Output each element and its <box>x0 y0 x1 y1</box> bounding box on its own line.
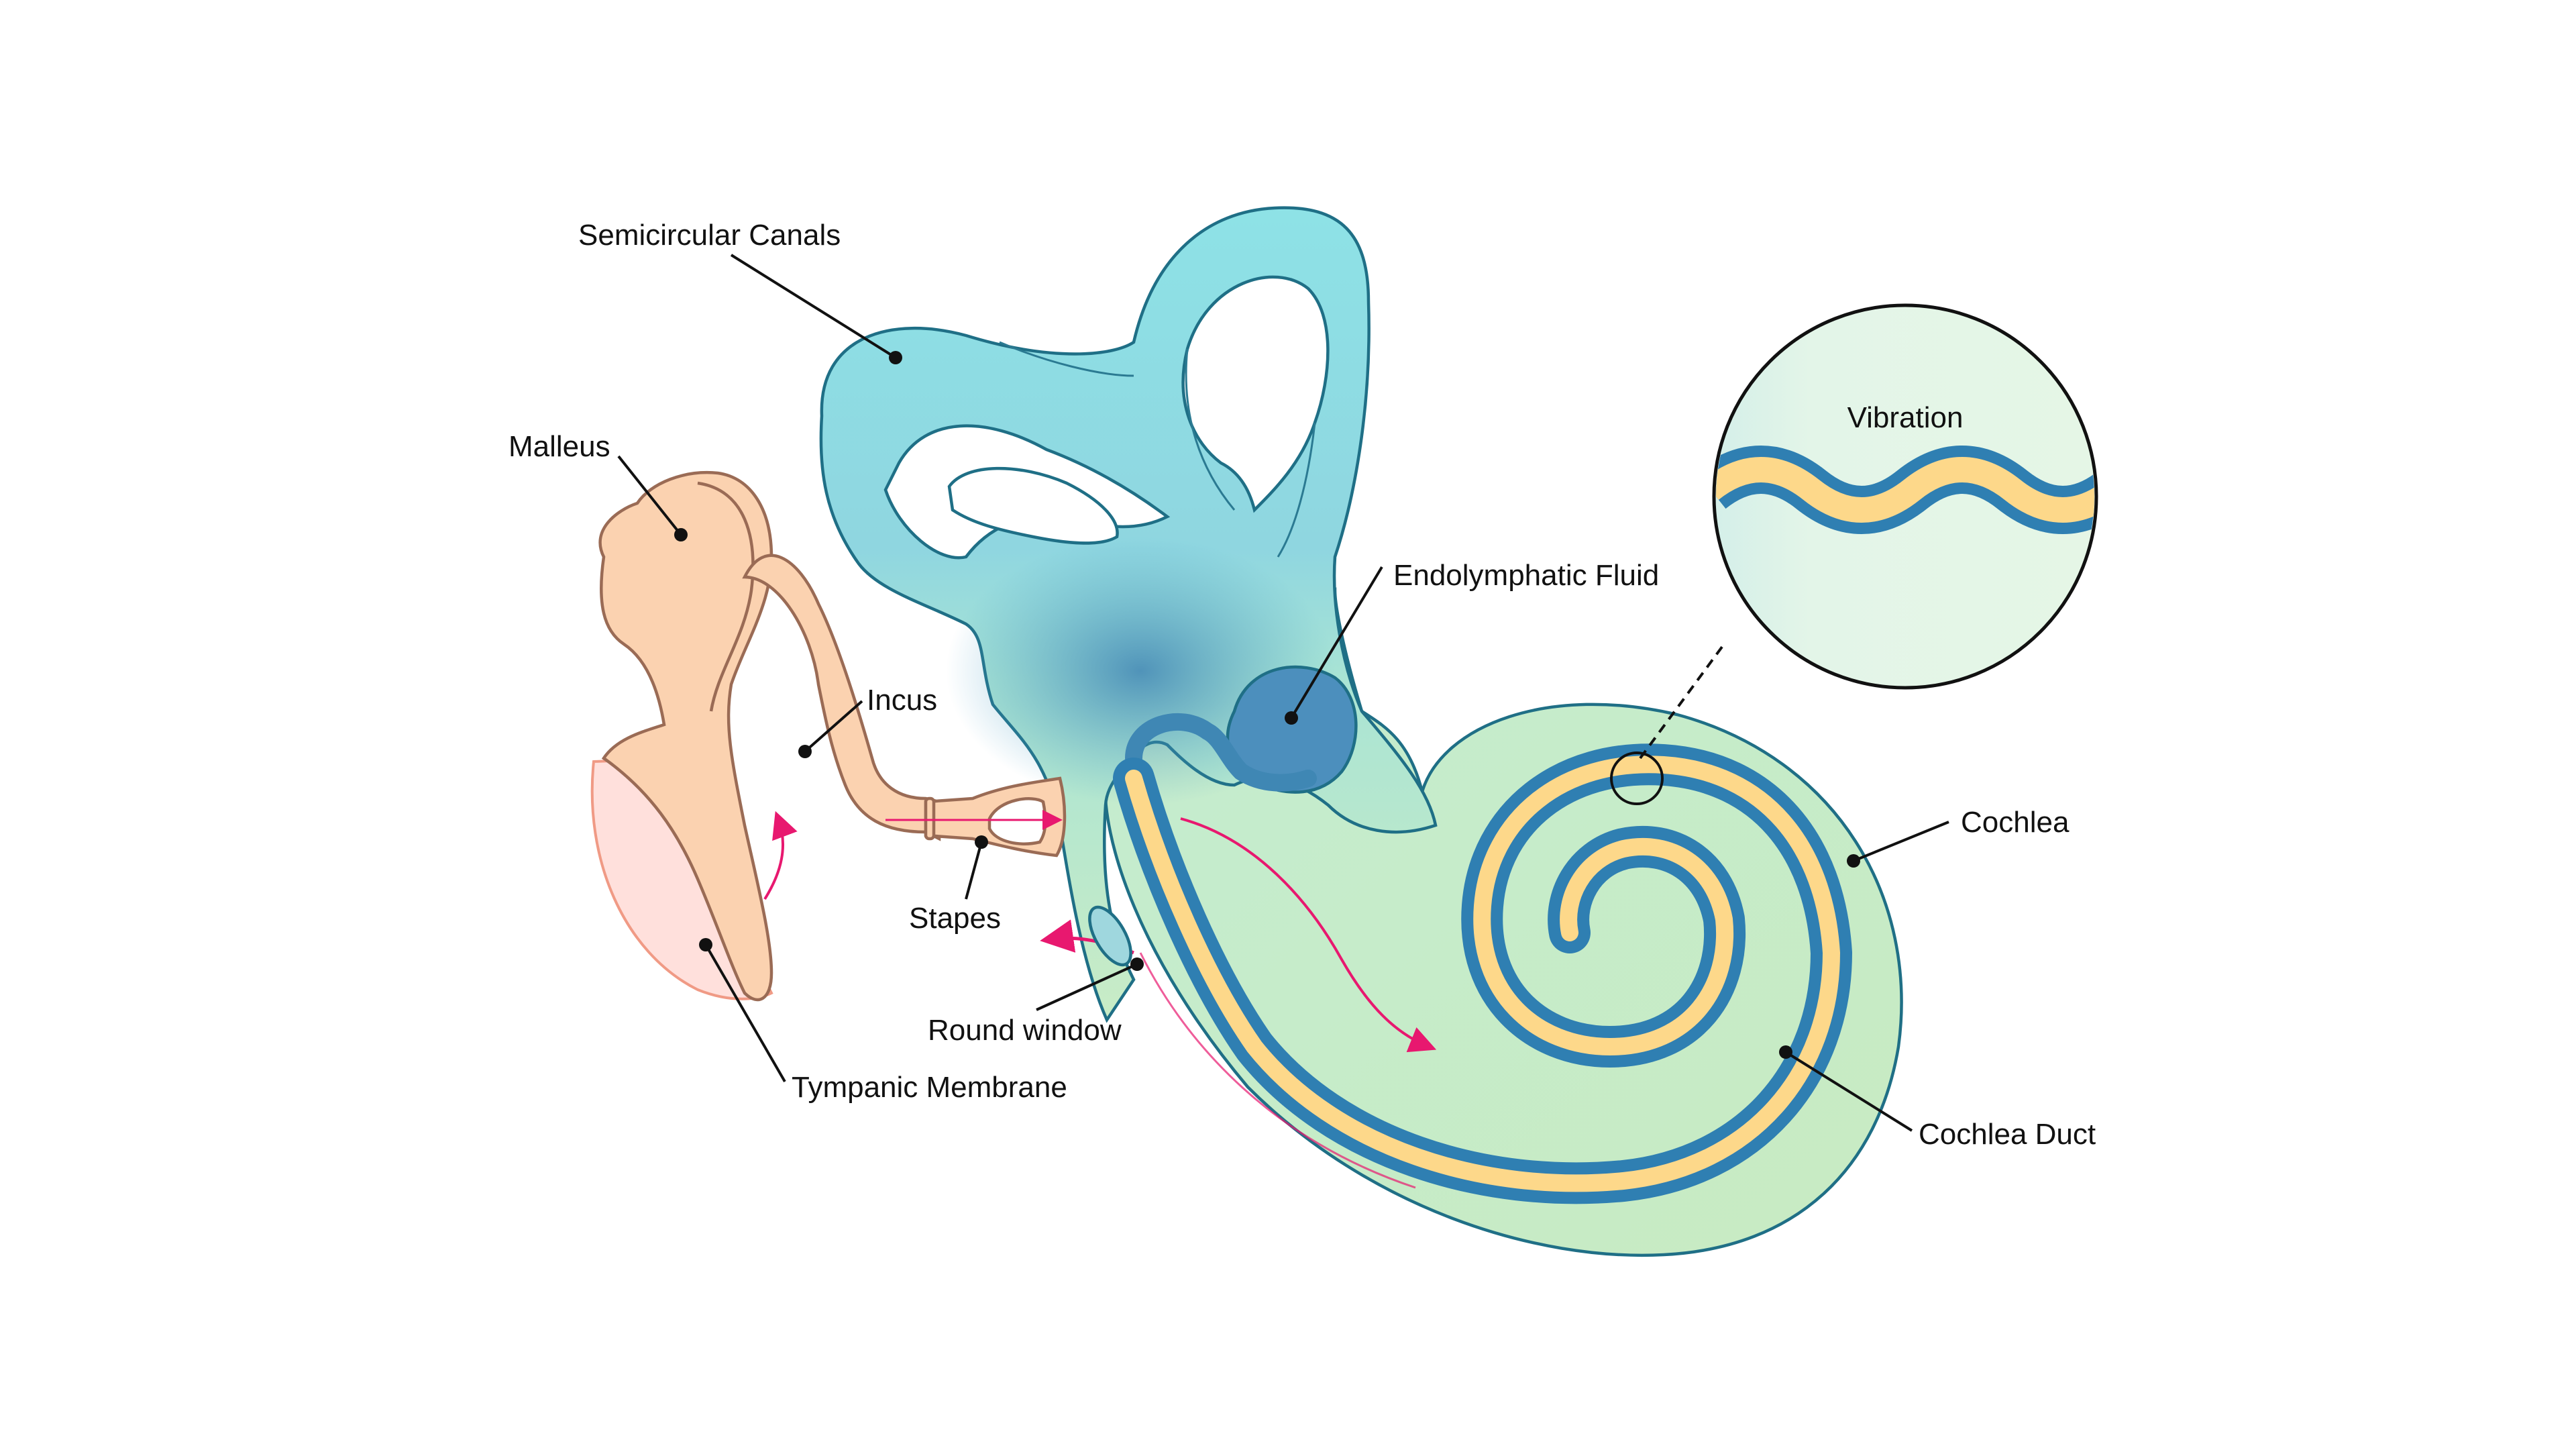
magnifier-target-circle <box>1610 751 1664 805</box>
round-window <box>1088 905 1132 967</box>
canal-line-1 <box>999 341 1134 377</box>
dot-malleus <box>674 528 688 541</box>
label-cochlea: Cochlea <box>1961 806 2070 839</box>
dot-tympanic-membrane <box>699 938 712 951</box>
label-incus: Incus <box>867 684 937 717</box>
fluid-flow-arrow <box>1180 817 1437 1053</box>
label-malleus: Malleus <box>508 430 610 463</box>
leader-cochlea <box>1853 821 1949 862</box>
fluid-return-line <box>1139 952 1416 1189</box>
dot-round-window <box>1130 957 1144 971</box>
cochlea-duct-group <box>1113 743 1852 1204</box>
leader-endolymphatic-fluid <box>1290 566 1383 719</box>
canal-hole-inner <box>947 466 1119 545</box>
malleus <box>598 471 773 1002</box>
dot-endolymphatic-fluid <box>1285 711 1298 725</box>
leader-stapes <box>965 841 983 900</box>
vibration-label: Vibration <box>1847 401 1964 434</box>
label-round-window: Round window <box>928 1014 1122 1047</box>
vestibule-channel <box>1125 713 1317 792</box>
dot-incus <box>798 745 812 758</box>
leader-semicircular-canals <box>730 254 897 359</box>
annotations: Semicircular Canals Malleus Incus Stapes… <box>508 219 2096 1151</box>
dot-semicircular-canals <box>889 351 902 364</box>
label-cochlea-duct: Cochlea Duct <box>1919 1118 2096 1151</box>
middle-ear-bones <box>590 471 1067 1002</box>
dot-cochlea <box>1847 854 1860 868</box>
label-stapes: Stapes <box>909 902 1001 935</box>
canal-line-2 <box>1185 348 1236 511</box>
dot-cochlea-duct <box>1779 1045 1792 1059</box>
label-tympanic-membrane: Tympanic Membrane <box>792 1071 1067 1104</box>
dot-stapes <box>975 835 988 849</box>
malleus-inner-line <box>697 481 755 712</box>
canal-hole-upper <box>1181 275 1330 513</box>
canal-line-3 <box>1277 422 1316 558</box>
leader-cochlea-duct <box>1784 1051 1913 1132</box>
leader-tympanic-membrane <box>704 943 786 1083</box>
stapes-ring <box>924 796 936 841</box>
leader-round-window <box>1036 963 1138 1011</box>
leader-malleus <box>617 455 682 536</box>
magnifier-dashed-line <box>1639 643 1725 760</box>
cochlea-duct-inner <box>1125 756 1840 1192</box>
label-semicircular-canals: Semicircular Canals <box>578 219 841 252</box>
vibration-magnifier: Vibration <box>1610 303 2098 805</box>
membrane-arrow <box>763 811 798 900</box>
leader-incus <box>804 700 863 753</box>
vibration-wave-inner <box>1716 457 2094 523</box>
label-endolymphatic-fluid: Endolymphatic Fluid <box>1393 559 1659 592</box>
